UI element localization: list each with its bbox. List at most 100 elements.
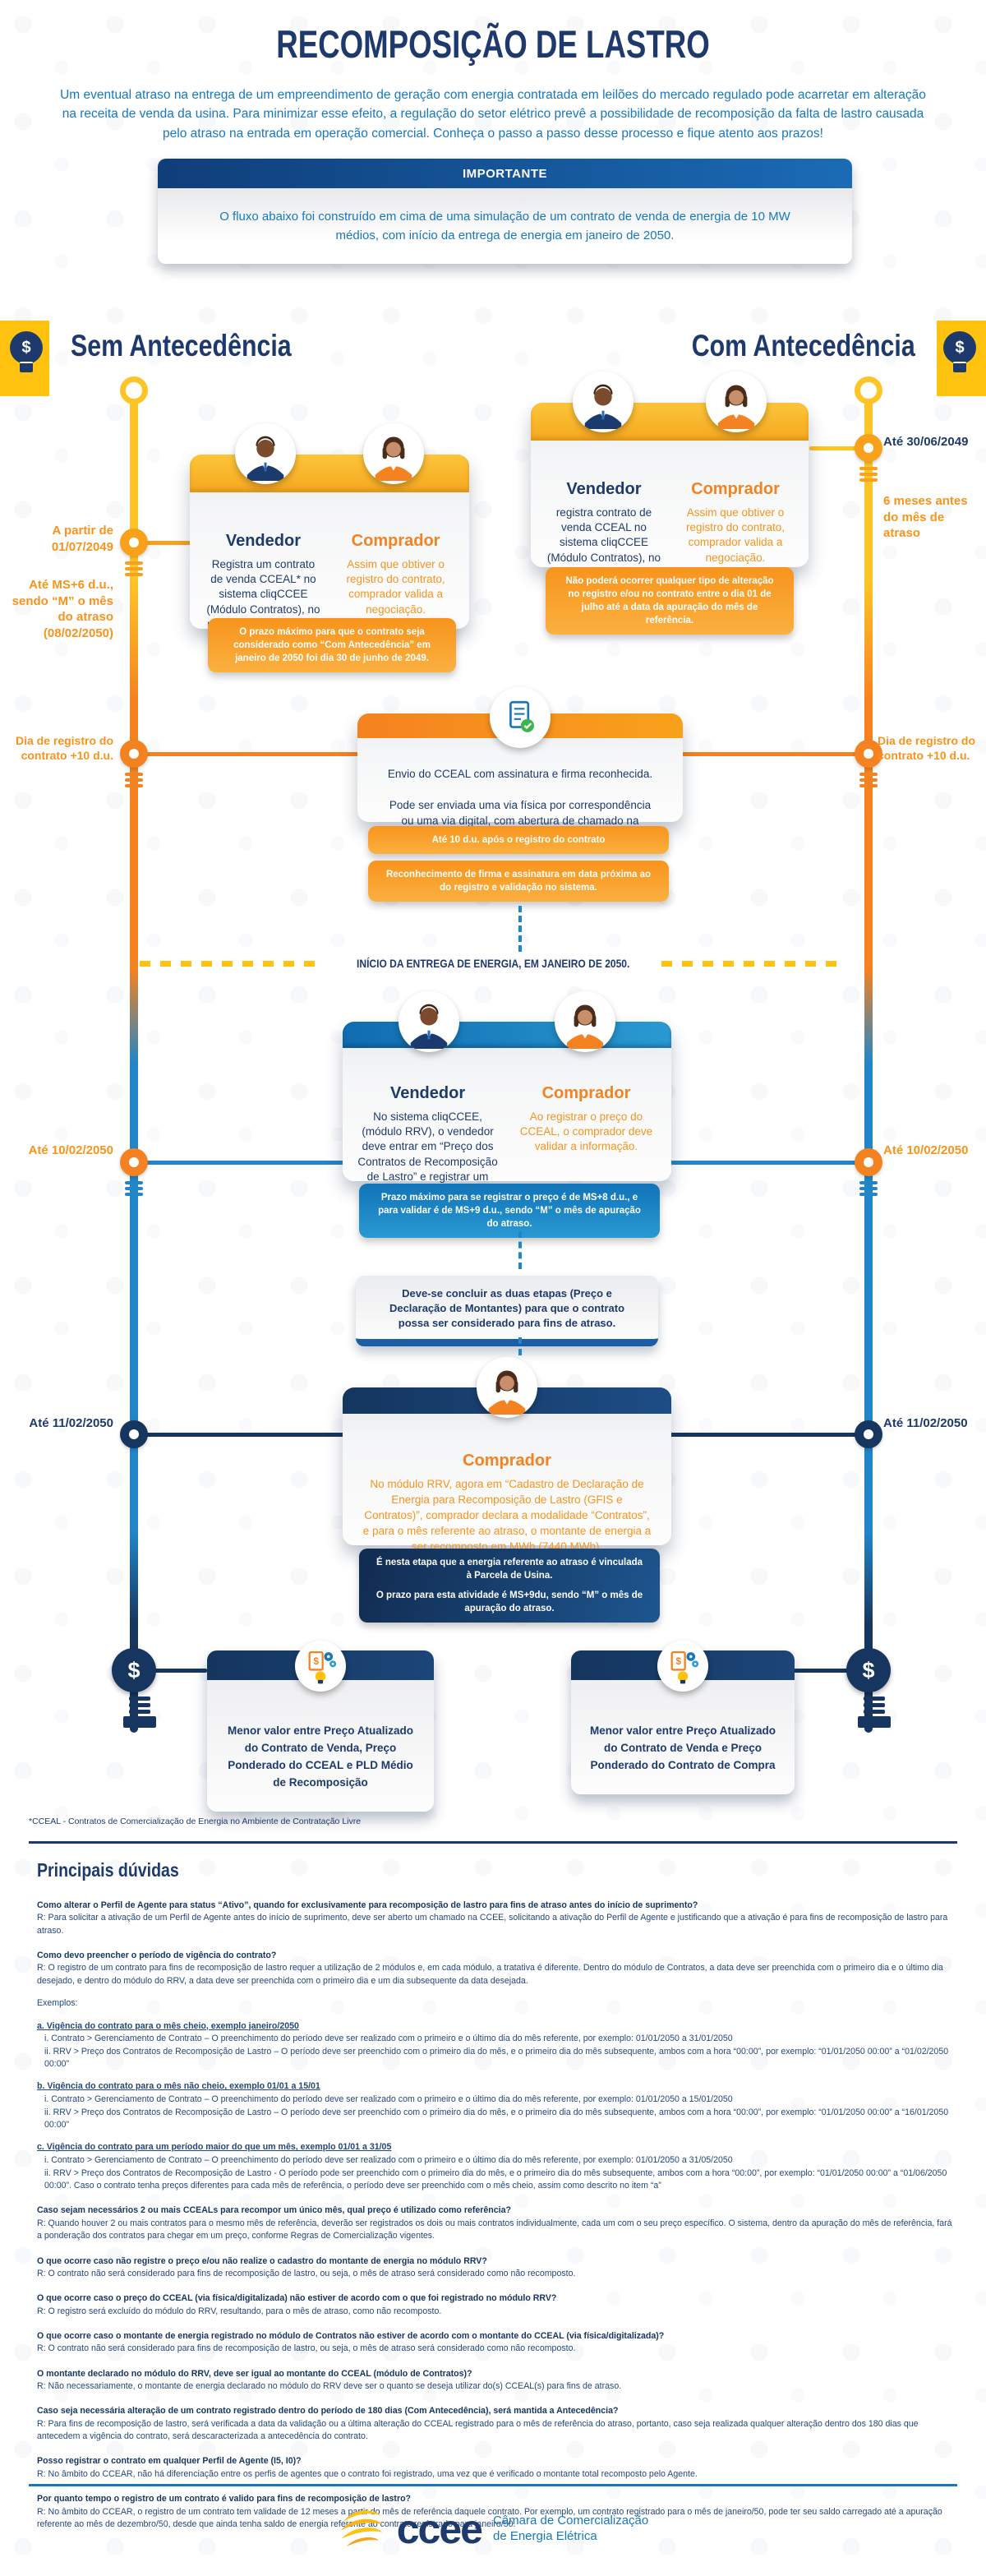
label-declare-left: Até 11/02/2050 (29, 1416, 113, 1430)
document-check-icon (490, 687, 551, 748)
faq-question: Caso sejam necessários 2 ou mais CCEALs … (37, 2205, 511, 2216)
label-right-start: Até 30/06/2049 (883, 435, 969, 449)
ccee-swirl-logo-icon (340, 2510, 384, 2546)
result-card-sem: Menor valor entre Preço Atualizado do Co… (207, 1650, 434, 1812)
cceal-footnote: *CCEAL - Contratos de Comercialização de… (29, 1817, 362, 1826)
card-header-bar (531, 403, 809, 441)
connector-line (154, 1669, 207, 1673)
dashed-connector (518, 1231, 522, 1269)
page-title: RECOMPOSIÇÃO DE LASTRO (276, 22, 710, 66)
man-suit-icon (410, 1004, 448, 1049)
faq-text: ii. RRV > Preço dos Contratos de Recompo… (44, 2167, 947, 2191)
section-divider-line (29, 1841, 957, 1844)
end-lightbulb-dollar-icon: $ (846, 1648, 891, 1692)
label-price-left: Até 10/02/2050 (28, 1143, 113, 1157)
timeline-pin-icon (120, 529, 148, 556)
timeline-start-ring (855, 376, 882, 404)
dashed-connector (518, 906, 522, 952)
end-lightbulb-dollar-icon: $ (112, 1648, 156, 1692)
faq-text: c. Vigência do contrato para um período … (37, 2142, 392, 2153)
dashed-connector (518, 1337, 522, 1355)
section-title-com-antecedencia: Com Antecedência (691, 329, 915, 362)
woman-icon (717, 385, 755, 429)
envio-pill-2: Reconhecimento de firma e assinatura em … (368, 861, 669, 903)
connector-line (682, 752, 863, 756)
bulb-threads (123, 1697, 156, 1730)
faq-text: b. Vigência do contrato para o mês não c… (37, 2081, 320, 2092)
connector-line (670, 1161, 861, 1165)
footer-divider-line (29, 2484, 957, 2486)
ccee-wordmark: ccee (396, 2506, 483, 2552)
faq-question: Como alterar o Perfil de Agente para sta… (37, 1900, 698, 1910)
faq-text: R: Quando houver 2 ou mais contratos par… (37, 2218, 952, 2241)
vendedor-avatar (235, 423, 296, 484)
cord-grip (859, 467, 878, 484)
section-title-sem-antecedencia: Sem Antecedência (71, 329, 292, 362)
preco-pill: Prazo máximo para se registrar o preço é… (359, 1184, 660, 1239)
faq-question: O que ocorre caso o preço do CCEAL (via … (37, 2293, 557, 2304)
faq-title: Principais dúvidas (37, 1859, 179, 1881)
bulb-threads (858, 1697, 891, 1730)
faq-question: O que ocorre caso não registre o preço e… (37, 2255, 487, 2266)
label-price-right: Até 10/02/2050 (883, 1143, 969, 1157)
cord-grip (125, 561, 143, 579)
woman-icon (488, 1370, 526, 1415)
man-suit-icon (584, 384, 622, 429)
connector-line (141, 752, 358, 756)
connector-line (141, 541, 191, 545)
woman-icon (375, 436, 412, 481)
important-header: IMPORTANTE (158, 159, 852, 188)
faq-text: ii. RRV > Preço dos Contratos de Recompo… (44, 2046, 949, 2070)
faq-text: R: O registro de um contrato para fins d… (37, 1963, 943, 1986)
card-com-antecedencia: Vendedor registra contrato de venda CCEA… (531, 403, 809, 608)
comprador-avatar (555, 991, 615, 1052)
label-left-deadline: Até MS+6 d.u., sendo “M” o mês do atraso… (12, 578, 113, 640)
timeline-cord-left (130, 393, 138, 1733)
timeline-pin-icon (120, 1420, 148, 1448)
declara-pill-line1: É nesta etapa que a energia referente ao… (376, 1558, 643, 1581)
envio-pill-1: Até 10 d.u. após o registro do contrato (368, 826, 669, 855)
comprador-title: Comprador (463, 1452, 551, 1470)
envio-line1: Envio do CCEAL com assinatura e firma re… (387, 768, 653, 780)
comprador-text: Assim que obtiver o registro do contrato… (685, 506, 786, 564)
faq-text: R: No âmbito do CCEAR, não há diferencia… (37, 2468, 698, 2479)
faq-question: Caso seja necessária alteração de um con… (37, 2406, 619, 2417)
faq-text: Exemplos: (37, 1998, 78, 2009)
comprador-title: Comprador (541, 1084, 631, 1102)
cord-grip (125, 1181, 143, 1198)
ccee-tagline: Câmara de Comercialização de Energia Elé… (492, 2514, 649, 2543)
vendedor-avatar (573, 372, 634, 432)
faq-text: R: Para solicitar a ativação de um Perfi… (37, 1913, 948, 1936)
note-duas-etapas: Deve-se concluir as duas etapas (Preço e… (356, 1276, 658, 1346)
connector-line (794, 1669, 848, 1673)
comprador-title: Comprador (691, 480, 780, 498)
card-header-bar (343, 1022, 671, 1048)
comprador-column: Comprador Assim que obtiver o registro d… (677, 480, 794, 611)
connector-line (670, 1433, 861, 1437)
cord-grip (859, 1181, 878, 1198)
label-left-start: A partir de 01/07/2049 (51, 524, 113, 554)
comprador-text: Assim que obtiver o registro do contrato… (346, 558, 445, 616)
timeline-pin-icon (120, 1148, 148, 1176)
divider-text: INÍCIO DA ENTREGA DE ENERGIA, EM JANEIRO… (356, 957, 630, 970)
result-text-com: Menor valor entre Preço Atualizado do Co… (589, 1724, 776, 1771)
declara-pill-line2: O prazo para esta atividade é MS+9du, se… (376, 1590, 643, 1614)
important-box: IMPORTANTE O fluxo abaixo foi construído… (158, 159, 852, 264)
faq-question: O que ocorre caso o montante de energia … (37, 2330, 665, 2341)
intro-paragraph: Um eventual atraso na entrega de um empr… (60, 88, 926, 141)
timeline-start-ring (120, 376, 148, 404)
faq-text: ii. RRV > Preço dos Contratos de Recompo… (44, 2107, 949, 2131)
lightbulb-dollar-icon: $ (10, 331, 43, 372)
faq-text: i. Contrato > Gerenciamento de Contrato … (44, 2155, 733, 2166)
faq-text: R: Para fins de recomposição de lastro, … (37, 2418, 919, 2442)
dashed-line (661, 960, 846, 967)
faq-question: Posso registrar o contrato em qualquer P… (37, 2456, 302, 2467)
faq-question: Por quanto tempo o registro de um contra… (37, 2494, 412, 2504)
man-suit-icon (246, 436, 284, 481)
cord-grip (859, 773, 878, 790)
faq-list: Como alterar o Perfil de Agente para sta… (37, 1900, 956, 2531)
faq-text: R: No âmbito do CCEAR, o registro de um … (37, 2506, 942, 2529)
faq-text: a. Vigência do contrato para o mês cheio… (37, 2020, 299, 2031)
price-calc-badge-icon: $ (657, 1641, 708, 1692)
